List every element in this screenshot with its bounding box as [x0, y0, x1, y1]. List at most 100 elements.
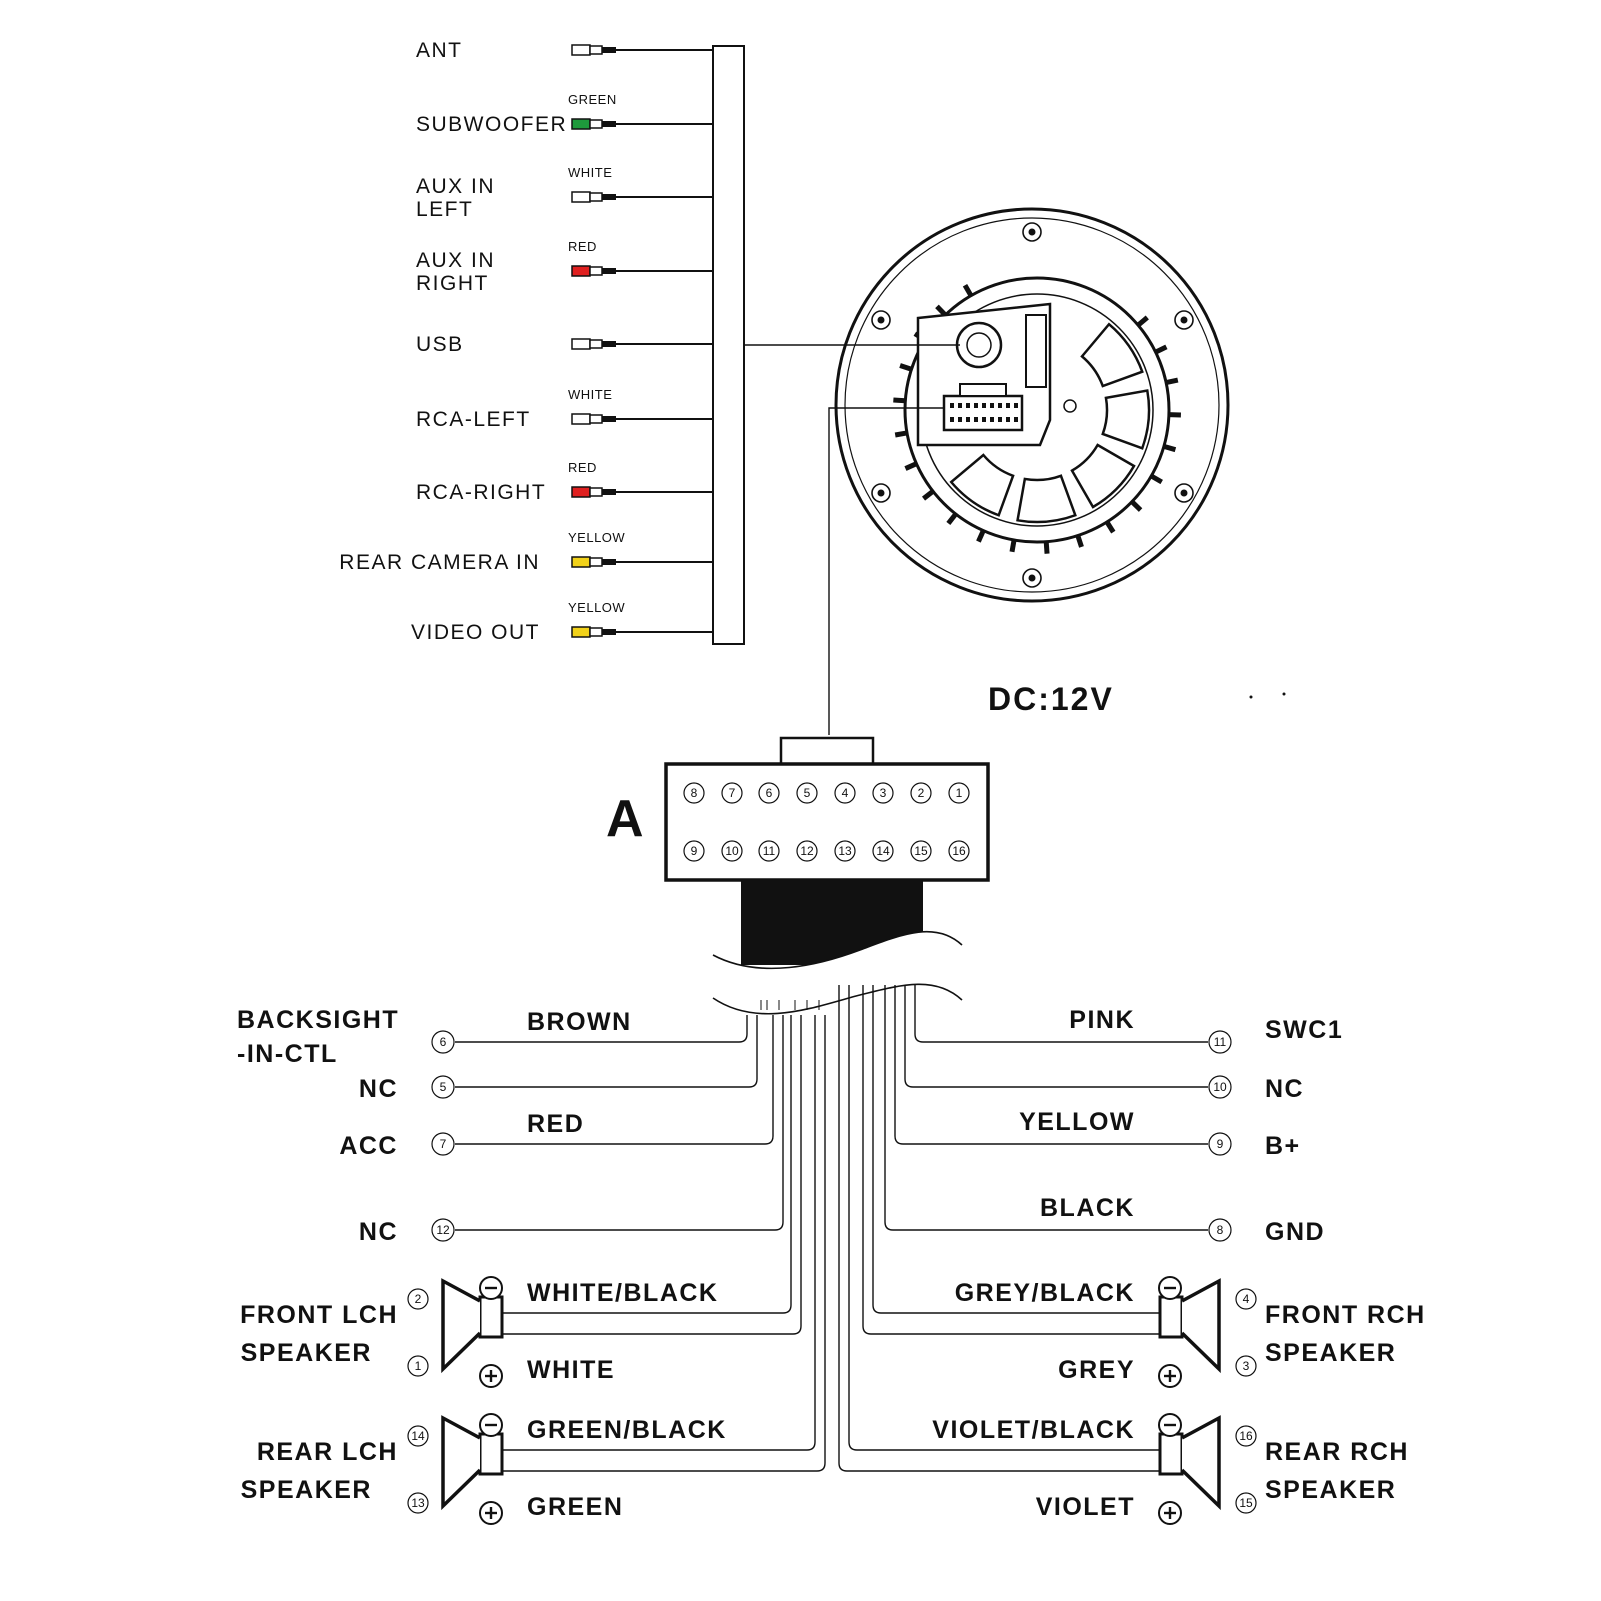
- cable-break-edge: [712, 930, 963, 970]
- port-color-label: YELLOW: [568, 530, 625, 545]
- connector-pin: [758, 840, 780, 862]
- speaker-wire-negative: [848, 985, 1160, 1451]
- speaker-label: REAR LCH: [257, 1438, 398, 1466]
- speaker-wire-color-label: GREY/BLACK: [955, 1279, 1135, 1307]
- harness-wire: [914, 985, 1208, 1043]
- speaker-wire-positive: [862, 985, 1160, 1335]
- rca-plug-boot: [602, 416, 616, 422]
- wire-function-label: ACC: [339, 1132, 398, 1160]
- wire-function-label: BACKSIGHT: [237, 1006, 399, 1034]
- chassis-ring: [903, 276, 1171, 544]
- connector-pin-number: 4: [842, 786, 849, 800]
- speaker-label: SPEAKER: [241, 1339, 372, 1367]
- port-label: ANT: [416, 39, 463, 62]
- plate-slot: [1025, 314, 1047, 388]
- rca-plug: [571, 338, 591, 350]
- rca-plug: [571, 118, 591, 130]
- connector-pin-number: 1: [956, 786, 963, 800]
- iso-socket-pin: [958, 417, 962, 422]
- connector-pin: [834, 840, 856, 862]
- rca-plug-boot: [602, 489, 616, 495]
- iso-socket-pin: [990, 403, 994, 408]
- harness-bus-bar: [712, 45, 745, 645]
- speaker-pin: [407, 1492, 429, 1514]
- rca-plug-collar: [589, 627, 603, 637]
- connector-pin-number: 15: [914, 844, 928, 858]
- chassis-tooth: [1130, 499, 1143, 512]
- wire-pin-number: 10: [1213, 1080, 1227, 1094]
- chassis-rib: [1016, 474, 1077, 524]
- port-color-label: RED: [568, 239, 597, 254]
- wire-function-label: NC: [359, 1218, 398, 1246]
- rca-plug-boot: [602, 194, 616, 200]
- cable-break-edge: [712, 983, 963, 1015]
- speaker-magnet: [1158, 1432, 1184, 1476]
- connector-pin-number: 16: [952, 844, 966, 858]
- connector-pin: [721, 782, 743, 804]
- speaker-magnet: [478, 1432, 504, 1476]
- speaker-label: REAR RCH: [1265, 1438, 1409, 1466]
- antenna-socket-core: [966, 332, 992, 358]
- port-color-label: WHITE: [568, 387, 612, 402]
- wire-color-label: RED: [527, 1110, 584, 1138]
- harness-wire: [894, 985, 1208, 1145]
- connector-pin: [872, 782, 894, 804]
- speaker-wire-positive: [502, 1015, 802, 1335]
- rca-plug-collar: [589, 557, 603, 567]
- connector-pin: [758, 782, 780, 804]
- speaker-pin: [1235, 1492, 1257, 1514]
- rca-plug: [571, 265, 591, 277]
- port-label: SUBWOOFER: [416, 113, 567, 136]
- speaker-magnet: [478, 1295, 504, 1339]
- rca-plug-boot: [602, 559, 616, 565]
- cable-break-fill: [713, 931, 962, 1014]
- connector-body: [664, 762, 990, 882]
- connector-pin: [948, 840, 970, 862]
- speaker-pin-number: 14: [411, 1429, 425, 1443]
- speaker-wire-color-label: GREEN: [527, 1493, 623, 1521]
- connector-pin-number: 7: [729, 786, 736, 800]
- chassis-rib: [1070, 443, 1136, 509]
- connector-pin-number: 12: [800, 844, 814, 858]
- power-spec-label: DC:12V: [988, 681, 1114, 717]
- iso-socket: [942, 394, 1024, 432]
- rca-plug-collar: [589, 414, 603, 424]
- chassis-tooth: [1104, 520, 1116, 534]
- port-label: AUX IN: [416, 175, 495, 198]
- speaker-wire-negative: [872, 985, 1160, 1314]
- speaker-pin-number: 3: [1243, 1359, 1250, 1373]
- port-label: LEFT: [416, 198, 473, 221]
- iso-socket-pin: [1006, 403, 1010, 408]
- connector-pin: [910, 840, 932, 862]
- iso-socket-pin: [950, 417, 954, 422]
- rca-plug-collar: [589, 192, 603, 202]
- wire-function-label: SWC1: [1265, 1016, 1343, 1044]
- speaker-wire-positive: [838, 985, 1160, 1472]
- rca-plug-boot: [602, 121, 616, 127]
- chassis-tooth: [1165, 377, 1179, 386]
- wire-color-label: BROWN: [527, 1008, 632, 1036]
- connector-pin: [721, 840, 743, 862]
- chassis-tooth: [904, 461, 918, 471]
- port-color-label: GREEN: [568, 92, 617, 107]
- connector-pin: [872, 840, 894, 862]
- connector-pin: [910, 782, 932, 804]
- harness-wire: [904, 985, 1208, 1088]
- ground-screw: [1063, 399, 1077, 413]
- chassis-rib: [949, 453, 1015, 517]
- speaker-label: SPEAKER: [1265, 1339, 1396, 1367]
- speaker-wire-positive: [502, 1015, 826, 1472]
- rca-plug-collar: [589, 487, 603, 497]
- port-color-label: YELLOW: [568, 600, 625, 615]
- speaker-cone: [1180, 1278, 1221, 1374]
- iso-socket-key: [959, 383, 1007, 397]
- wire-function-label: -IN-CTL: [237, 1040, 338, 1068]
- rca-plug: [571, 44, 591, 56]
- wire-pin-number: 7: [440, 1137, 447, 1151]
- mount-screw-center: [877, 316, 885, 324]
- wire-pin-number: 12: [436, 1223, 450, 1237]
- speaker-pin-number: 13: [411, 1496, 425, 1510]
- rca-plug: [571, 556, 591, 568]
